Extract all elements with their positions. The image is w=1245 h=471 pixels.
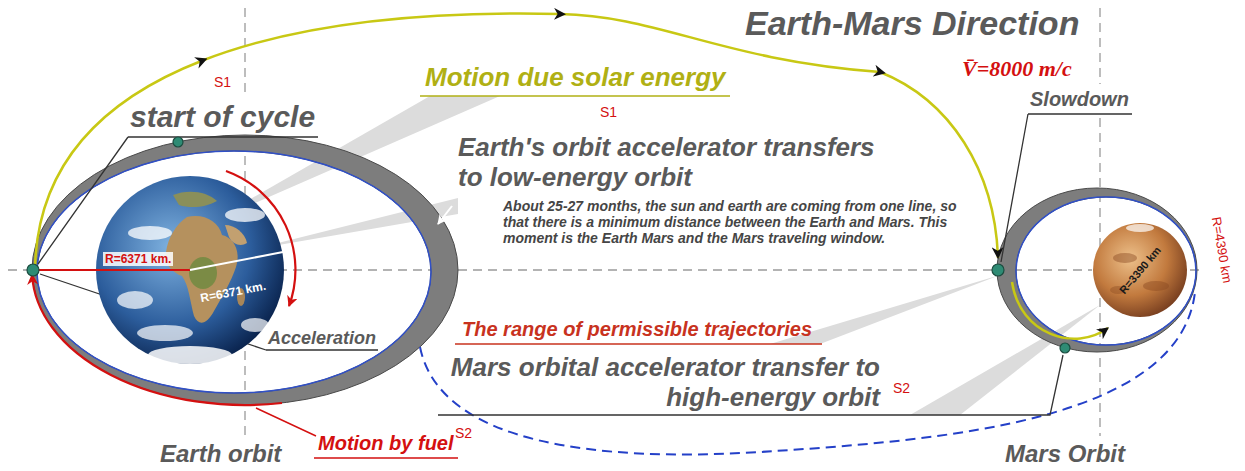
cloud: [137, 325, 193, 341]
earth-orbit-band: [32, 135, 458, 405]
radius-label: R=6371 km.: [103, 252, 173, 266]
radius-label: R=4390 km: [1209, 216, 1235, 284]
acceleration-label: Acceleration: [268, 328, 376, 349]
pointer-arrow: [438, 206, 452, 224]
segment-label: S2: [893, 380, 910, 396]
forest: [189, 257, 217, 289]
ice-cap: [1126, 224, 1154, 232]
mars-planet: R=3390 km: [1092, 222, 1188, 318]
cycle-start-label: start of cycle: [130, 100, 315, 134]
velocity-label: V̄=8000 m/c: [962, 56, 1072, 82]
mars-orbit-band: [997, 188, 1197, 352]
leader-line: [256, 408, 458, 458]
orbit-point: [1060, 343, 1070, 353]
fuel-motion-label: Motion by fuel: [318, 432, 454, 455]
pointer-wedge: [910, 305, 1100, 415]
transfer-note: Mars orbital accelerator transfer to hig…: [440, 352, 880, 412]
radius-line: [190, 252, 283, 270]
surface-mark: [1143, 281, 1169, 291]
leader-line: [420, 95, 730, 97]
ice-cap: [148, 346, 232, 364]
trajectory-range-label: The range of permissible trajectories: [462, 318, 812, 341]
planet-disc: [1093, 223, 1187, 317]
orbit-label: Mars Orbit: [1005, 440, 1125, 468]
leader-lines: [38, 114, 1132, 415]
continent: [225, 225, 247, 245]
segment-label: S1: [214, 74, 231, 90]
orbit-line: [1016, 197, 1196, 345]
earth-picture: [95, 175, 285, 365]
planet-disc: [96, 176, 284, 364]
orbit-point: [173, 137, 183, 147]
surface-mark: [1113, 253, 1137, 263]
continent: [173, 192, 217, 207]
cloud: [128, 226, 172, 240]
orbit-point: [27, 264, 39, 276]
orbit-label: Earth orbit: [160, 440, 281, 468]
cloud: [117, 291, 153, 309]
orbit-line: [37, 151, 431, 393]
transfer-note: Earth's orbit accelerator transfers to l…: [458, 132, 888, 192]
solar-motion-label: Motion due solar energy: [425, 62, 726, 93]
slowdown-label: Slowdown: [1030, 88, 1129, 111]
orbit-point: [992, 264, 1004, 276]
return-trajectory: [420, 292, 1195, 455]
cloud: [241, 318, 269, 332]
leader-line: [455, 343, 822, 344]
earth-planet: R=6371 km.R=6371 km.: [95, 175, 285, 365]
window-note: About 25-27 months, the sun and earth ar…: [503, 198, 968, 246]
segment-label: S1: [600, 104, 617, 120]
cloud: [225, 208, 265, 222]
solar-trajectory: [1012, 282, 1108, 339]
segment-label: S2: [455, 425, 472, 441]
diagram-title: Earth-Mars Direction: [745, 4, 1079, 43]
radius-line: [96, 269, 190, 271]
radius-line: [33, 269, 96, 271]
axis-line: [8, 269, 1205, 270]
axis-line: [1099, 8, 1100, 436]
